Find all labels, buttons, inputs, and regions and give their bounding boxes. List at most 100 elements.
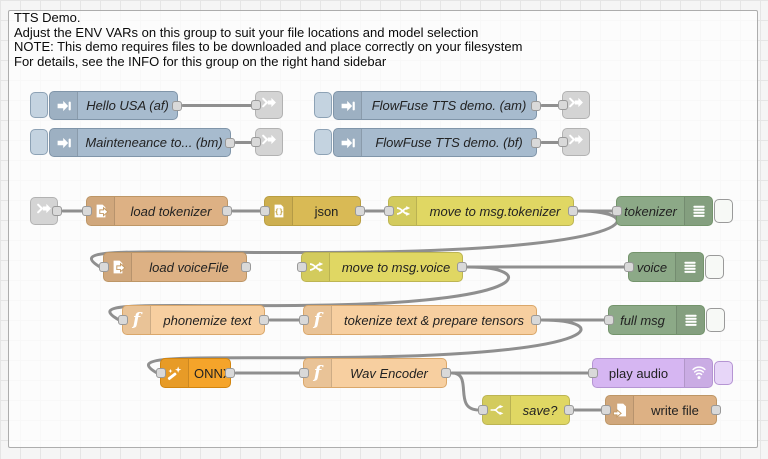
input-port[interactable] xyxy=(156,368,166,378)
node-label: tokenizer xyxy=(624,203,677,219)
inject-icon xyxy=(50,129,78,156)
output-port[interactable] xyxy=(711,405,721,415)
link-in-icon xyxy=(36,200,53,222)
inject-icon xyxy=(334,129,362,156)
output-port[interactable] xyxy=(241,262,251,272)
node-move-to-msg-tokenizer[interactable]: move to msg.tokenizer xyxy=(384,196,578,226)
node-label: voice xyxy=(636,259,668,275)
input-port[interactable] xyxy=(99,262,109,272)
node-label: Wav Encoder xyxy=(350,365,428,381)
node-label: play audio xyxy=(608,365,669,381)
input-port[interactable] xyxy=(558,137,568,147)
node-move-to-msg-voice[interactable]: move to msg.voice xyxy=(297,252,467,282)
output-port[interactable] xyxy=(441,368,451,378)
node-inject-hello-usa[interactable]: Hello USA (af) xyxy=(30,91,182,120)
inject-button[interactable] xyxy=(30,129,48,155)
node-link-out[interactable] xyxy=(251,128,283,156)
group-title-line: TTS Demo. xyxy=(14,10,81,25)
inject-button[interactable] xyxy=(30,92,48,118)
debug-toggle-button[interactable] xyxy=(705,255,724,279)
link-out-icon xyxy=(568,94,585,116)
node-load-voicefile[interactable]: load voiceFile xyxy=(99,252,251,282)
input-port[interactable] xyxy=(624,262,634,272)
output-port[interactable] xyxy=(259,315,269,325)
input-port[interactable] xyxy=(251,100,261,110)
input-port[interactable] xyxy=(612,206,622,216)
node-label: move to msg.voice xyxy=(341,259,451,275)
output-port[interactable] xyxy=(355,206,365,216)
output-port[interactable] xyxy=(568,206,578,216)
input-port[interactable] xyxy=(601,405,611,415)
node-inject-flowfuse-am[interactable]: FlowFuse TTS demo. (am) xyxy=(314,91,541,120)
node-debug-voice[interactable]: voice xyxy=(624,252,724,282)
input-port[interactable] xyxy=(260,206,270,216)
node-play-audio[interactable]: play audio xyxy=(588,358,733,388)
node-json[interactable]: {} json xyxy=(260,196,365,226)
input-port[interactable] xyxy=(384,206,394,216)
node-tokenize-prepare-tensors[interactable]: f tokenize text & prepare tensors xyxy=(299,305,541,335)
debug-toggle-button[interactable] xyxy=(714,199,733,223)
file-out-icon xyxy=(606,396,634,424)
debug-icon xyxy=(684,197,712,225)
inject-button[interactable] xyxy=(314,129,332,155)
node-debug-tokenizer[interactable]: tokenizer xyxy=(612,196,733,226)
node-debug-full-msg[interactable]: full msg xyxy=(604,305,725,335)
node-link-in[interactable] xyxy=(30,197,62,225)
input-port[interactable] xyxy=(558,100,568,110)
group-title-line: Adjust the ENV VARs on this group to sui… xyxy=(14,24,479,40)
debug-icon xyxy=(675,253,703,281)
node-label: full msg xyxy=(620,312,665,328)
node-onnx[interactable]: ONNX xyxy=(156,358,235,388)
svg-text:{}: {} xyxy=(274,207,283,216)
input-port[interactable] xyxy=(251,137,261,147)
output-port[interactable] xyxy=(531,100,541,111)
wire[interactable] xyxy=(146,318,583,375)
node-label: tokenize text & prepare tensors xyxy=(344,312,524,328)
input-port[interactable] xyxy=(588,368,598,378)
audio-button[interactable] xyxy=(714,361,733,385)
node-save-switch[interactable]: save? xyxy=(478,395,574,425)
node-write-file[interactable]: write file xyxy=(601,395,721,425)
node-label: json xyxy=(314,203,339,219)
input-port[interactable] xyxy=(478,405,488,415)
node-label: phonemize text xyxy=(163,312,252,328)
output-port[interactable] xyxy=(225,368,235,378)
output-port[interactable] xyxy=(222,206,232,216)
output-port[interactable] xyxy=(531,315,541,325)
output-port[interactable] xyxy=(531,137,541,148)
node-label: move to msg.tokenizer xyxy=(429,203,561,219)
node-label: write file xyxy=(651,402,699,418)
output-port[interactable] xyxy=(172,100,182,111)
wire[interactable] xyxy=(450,371,481,412)
input-port[interactable] xyxy=(299,368,309,378)
node-label: FlowFuse TTS demo. (am) xyxy=(371,98,527,113)
group-title: TTS Demo. Adjust the ENV VARs on this gr… xyxy=(14,10,522,69)
node-link-out[interactable] xyxy=(251,91,283,119)
node-link-out[interactable] xyxy=(558,91,590,119)
node-inject-flowfuse-bf[interactable]: FlowFuse TTS demo. (bf) xyxy=(314,128,541,157)
output-port[interactable] xyxy=(225,137,235,148)
node-wav-encoder[interactable]: f Wav Encoder xyxy=(299,358,451,388)
output-port[interactable] xyxy=(457,262,467,272)
output-port[interactable] xyxy=(564,405,574,415)
debug-icon xyxy=(676,306,704,334)
node-label: load tokenizer xyxy=(130,203,212,219)
node-phonemize-text[interactable]: f phonemize text xyxy=(118,305,269,335)
debug-toggle-button[interactable] xyxy=(706,308,725,332)
input-port[interactable] xyxy=(604,315,614,325)
node-label: Mainteneance to... (bm) xyxy=(85,135,223,150)
node-label: save? xyxy=(522,402,558,418)
output-port[interactable] xyxy=(52,206,62,216)
inject-icon xyxy=(50,92,78,119)
input-port[interactable] xyxy=(299,315,309,325)
node-load-tokenizer[interactable]: load tokenizer xyxy=(82,196,232,226)
inject-button[interactable] xyxy=(314,92,332,118)
node-inject-maintenance[interactable]: Mainteneance to... (bm) xyxy=(30,128,235,157)
node-label: Hello USA (af) xyxy=(86,98,169,113)
input-port[interactable] xyxy=(297,262,307,272)
input-port[interactable] xyxy=(118,315,128,325)
node-link-out[interactable] xyxy=(558,128,590,156)
input-port[interactable] xyxy=(82,206,92,216)
